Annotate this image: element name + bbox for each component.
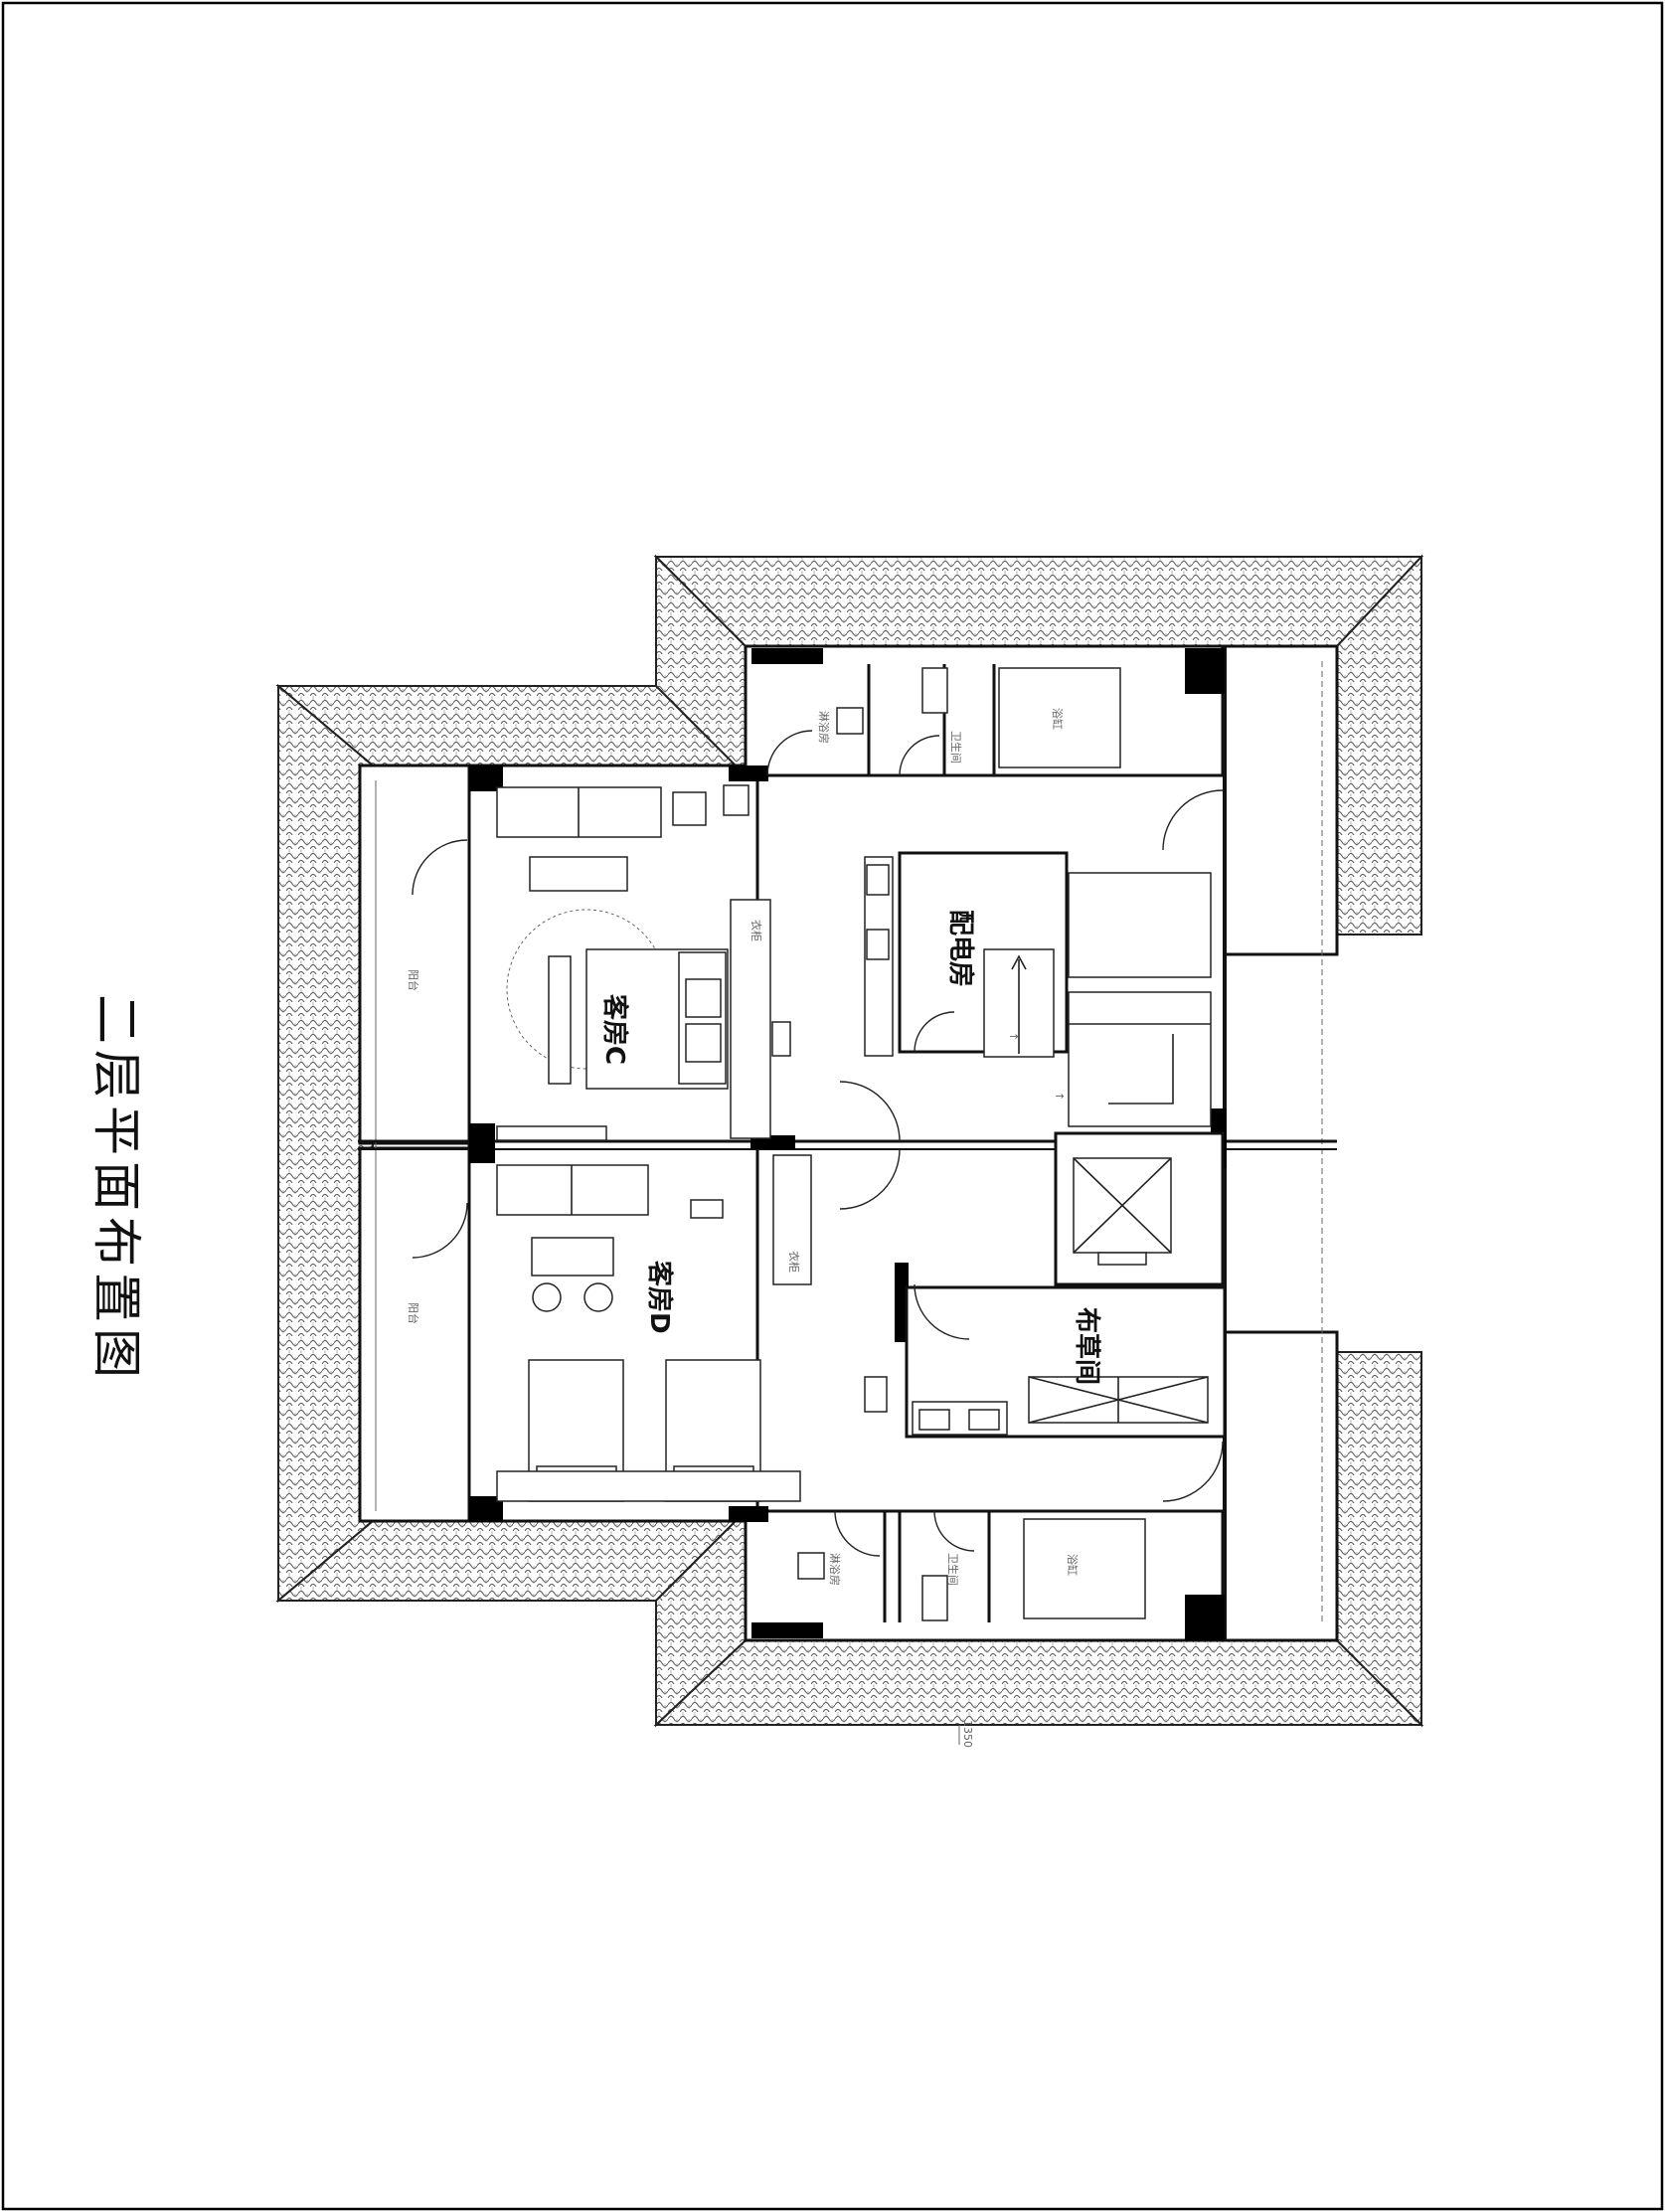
room-label-guest-d: 客房D xyxy=(644,1261,675,1334)
core-rooms xyxy=(412,789,1227,1502)
shower-label-bottom: 淋浴房 xyxy=(828,1553,841,1586)
roof-tiles xyxy=(275,554,1424,1728)
room-label-power: 配电房 xyxy=(945,910,975,987)
balcony-label-upper: 阳台 xyxy=(407,969,420,991)
balcony-label-lower: 阳台 xyxy=(407,1302,420,1324)
lower-bathrooms xyxy=(797,1510,1146,1622)
bathtub-label-top: 浴缸 xyxy=(1051,708,1065,730)
scale-note: 1350 xyxy=(961,1720,974,1748)
room-c-furniture xyxy=(496,784,791,1141)
stair-arrow-icon: ↑ xyxy=(1007,1032,1020,1041)
drawing-title: 二层平面布置图 xyxy=(87,994,145,1384)
toilet-label-top: 卫生间 xyxy=(949,731,963,764)
room-label-linen: 布草间 xyxy=(1072,1307,1101,1385)
shower-label-top: 淋浴房 xyxy=(817,711,830,744)
stair-arrow-icon-2: ↑ xyxy=(1053,1092,1066,1101)
wardrobe-label-c: 衣柜 xyxy=(749,920,763,941)
bathtub-label-bottom: 浴缸 xyxy=(1066,1554,1080,1576)
wardrobe-label-d: 衣柜 xyxy=(787,1251,801,1273)
toilet-label-bottom: 卫生间 xyxy=(946,1553,960,1586)
room-d-furniture xyxy=(496,1154,812,1502)
room-label-guest-c: 客房C xyxy=(599,994,630,1065)
upper-bathrooms xyxy=(766,664,1121,776)
